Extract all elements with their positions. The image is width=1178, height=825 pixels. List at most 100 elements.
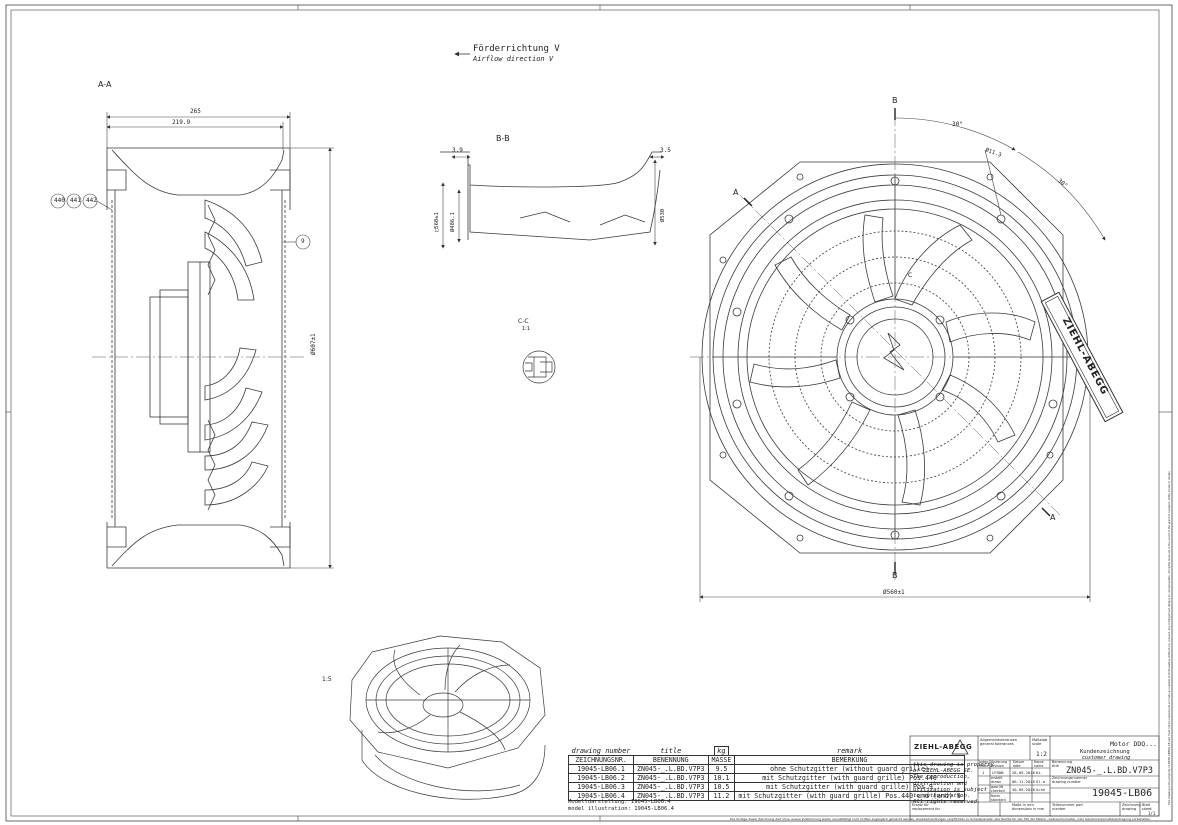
callout-441: 441 xyxy=(70,197,81,204)
section-mark-b-bottom: B xyxy=(892,571,898,580)
dim-607: Ø607±1 xyxy=(310,333,317,355)
bom-cell-mass: 10.5 xyxy=(707,782,736,792)
rev-index: 1 xyxy=(982,770,985,775)
dim-30deg-a: 30° xyxy=(952,121,963,128)
drawing-number-label: Zeichnungsnummer drawing number xyxy=(1052,776,1088,784)
bom-cell-mass: 9.5 xyxy=(707,764,736,774)
checked-label: geprüft checked xyxy=(991,785,1005,793)
callout-442: 442 xyxy=(86,197,97,204)
norm-label: Norm standard xyxy=(991,794,1006,802)
bom-header-title: title xyxy=(660,747,682,755)
scale-value: 1:2 xyxy=(1036,751,1047,758)
title-label: Benennung title xyxy=(1052,760,1073,768)
rev-header-revision: Änderung revision xyxy=(991,760,1008,768)
centerlines-front xyxy=(690,112,1090,580)
bom-header-de-title: BENENNUNG xyxy=(633,755,709,765)
table-row: 19045-LB06.1 ZN045-_.L.BD.V7P3 9.5 ohne … xyxy=(567,764,965,774)
title-value: ZN045-_.L.BD.V7P3 xyxy=(1066,766,1153,776)
checked-name: Schü xyxy=(1036,787,1046,792)
bom-header-mass-unit: kg xyxy=(708,746,735,756)
section-aa-label: A-A xyxy=(98,80,112,89)
scale-label: Maßstab scale xyxy=(1032,738,1048,746)
brand-logo-plate xyxy=(1040,291,1124,423)
dim-265: 265 xyxy=(190,108,201,115)
title-block-brand: ZIEHL-ABEGG xyxy=(914,743,973,751)
bom-cell-number: 19045-LB06.2 xyxy=(567,773,635,783)
rev-name: Ki. xyxy=(1036,770,1043,775)
doc-type-de: Kundenzeichnung xyxy=(1080,749,1130,755)
dim-3-9: 3.9 xyxy=(452,147,463,154)
section-cut-marks xyxy=(743,108,1051,574)
dim-560-dia: Ø560±1 xyxy=(883,589,905,596)
bom-cell-number: 19045-LB06.1 xyxy=(567,764,635,774)
bom-header-de-mass: MASSE xyxy=(707,755,736,765)
dim-219: 219.9 xyxy=(172,119,191,126)
airflow-label-en: Airflow direction V xyxy=(473,55,554,63)
drawing-number-value: 19045-LB06 xyxy=(1092,788,1153,799)
callout-9: 9 xyxy=(301,238,305,245)
dim-530: Ø530 xyxy=(660,208,666,222)
section-mark-a-right: A xyxy=(1050,513,1056,522)
dim-3-5: 3.5 xyxy=(660,147,671,154)
table-row: 19045-LB06.3 ZN045-_.L.BD.V7P3 10.5 mit … xyxy=(567,782,965,792)
dimension-lines-aa xyxy=(106,112,334,569)
rev-date: 28.09.2016 xyxy=(1012,770,1035,775)
bom-header-de-number: ZEICHNUNGSNR. xyxy=(567,755,635,765)
doc-type-en: customer drawing xyxy=(1082,755,1131,761)
section-cc-scale: 1:1 xyxy=(522,326,531,332)
drawn-date: 06.11.2015 xyxy=(1012,779,1035,784)
rev-header-date: Datum date xyxy=(1013,760,1025,768)
format-label: Zeichnung drawing xyxy=(1122,803,1141,811)
rev-revision: LFRDN xyxy=(992,770,1004,775)
bom-cell-remark: mit Schutzgitter (with guard grille) Pos… xyxy=(734,791,965,801)
legal-notice: this drawing is property of ZIEHL-ABEGG … xyxy=(913,762,994,806)
general-tolerances-label: Allgemeintoleranzen general tolerances xyxy=(980,738,1018,746)
bom-table: drawing number title kg remark ZEICHNUNG… xyxy=(567,746,965,801)
units-label: Maße in mm dimensions in mm xyxy=(1012,803,1045,811)
model-illustration-en: model illustration: 19045-LB06.4 xyxy=(568,806,674,812)
logo-mark-icon xyxy=(951,739,969,755)
bom-header-remark: remark xyxy=(836,747,863,755)
section-mark-b-top: B xyxy=(892,96,898,105)
isometric-scale: 1:5 xyxy=(322,676,332,683)
part-number-label: Teilenummer part number xyxy=(1052,803,1083,811)
model-illustration-de: Modelldarstellung: 19045-LB06.4 xyxy=(568,799,671,805)
drawn-name: Gl.a xyxy=(1036,779,1046,784)
bom-cell-mass: 11.2 xyxy=(707,791,736,801)
section-cc-label: C-C xyxy=(518,318,529,325)
sheet-label: Blatt sheet xyxy=(1142,803,1152,811)
checked-date: 30.09.2016 xyxy=(1012,787,1035,792)
rev-header-name: Name name xyxy=(1034,760,1044,768)
dimension-lines-front xyxy=(699,117,1106,602)
section-cc-view xyxy=(522,350,556,384)
section-aa-view xyxy=(106,147,291,569)
side-note: This drawing is the property of ZIEHL-AB… xyxy=(1168,470,1171,805)
drawn-label: erstellt drawn xyxy=(991,776,1003,784)
airflow-label-de: Förderrichtung V xyxy=(473,44,560,54)
section-bb-label: B-B xyxy=(496,134,510,143)
bom-cell-title: ZN045-_.L.BD.V7P3 xyxy=(633,773,709,783)
bom-cell-number: 19045-LB06.4 xyxy=(567,791,635,801)
sheet-value: 1/1 xyxy=(1148,811,1156,816)
bom-cell-number: 19045-LB06.3 xyxy=(567,782,635,792)
dim-486: Ø486.1 xyxy=(450,212,456,232)
dim-560-square: □560±1 xyxy=(434,212,440,232)
section-bb-view xyxy=(440,151,662,241)
replacement-label: Ersatz für replacement for xyxy=(912,803,941,811)
callout-440: 440 xyxy=(54,197,65,204)
rev-header-index: Index index xyxy=(979,760,989,768)
drawing-frame xyxy=(5,4,1173,822)
table-row: 19045-LB06.2 ZN045-_.L.BD.V7P3 10.1 mit … xyxy=(567,773,965,783)
bom-header-number: drawing number xyxy=(571,747,631,755)
bom-cell-title: ZN045-_.L.BD.V7P3 xyxy=(633,764,709,774)
bom-cell-title: ZN045-_.L.BD.V7P3 xyxy=(633,782,709,792)
bom-cell-mass: 10.1 xyxy=(707,773,736,783)
footer-note: Die Vorlage dieser Zeichnung darf ohne u… xyxy=(730,817,1151,821)
section-mark-c: C xyxy=(908,272,913,279)
motor-label: Motor DDQ... xyxy=(1110,740,1157,748)
section-mark-a-left: A xyxy=(733,188,739,197)
callout-bubbles xyxy=(50,193,311,250)
mass-unit-box: kg xyxy=(714,746,729,756)
